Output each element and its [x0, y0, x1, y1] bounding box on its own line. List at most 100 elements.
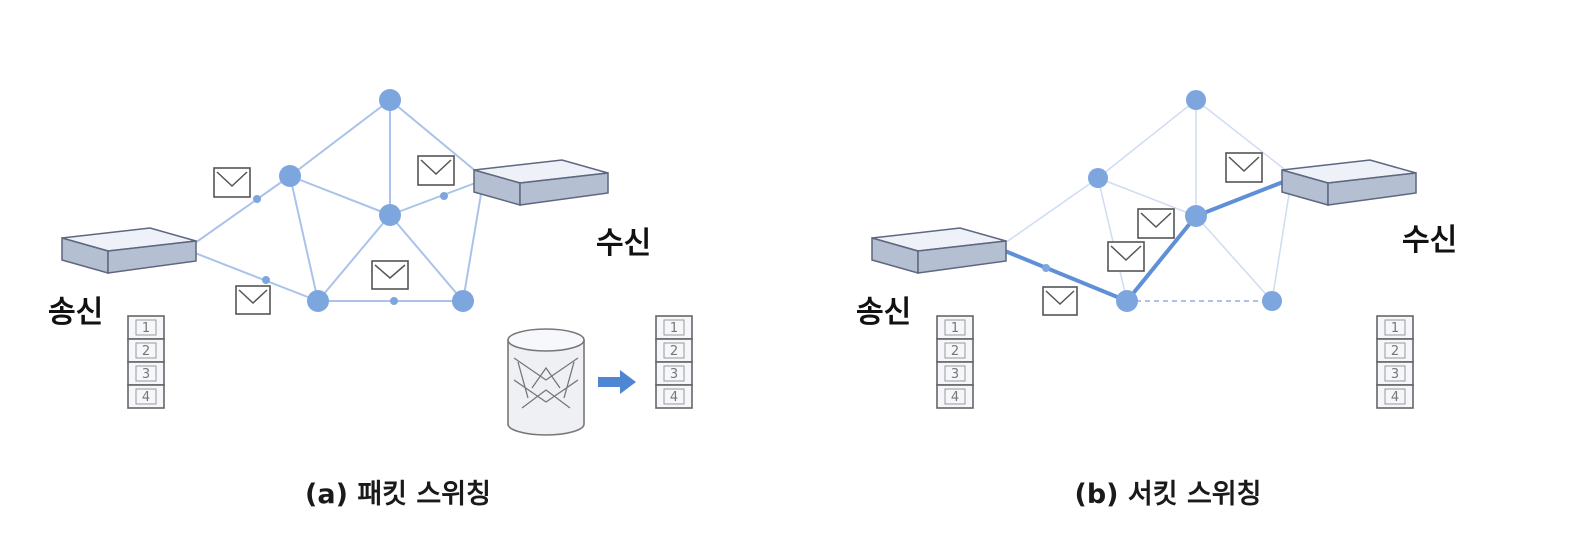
router-node	[1262, 291, 1282, 311]
packet-number: 3	[951, 367, 959, 382]
network-link	[389, 214, 464, 302]
sender-packet-stack: 1 2 3 4	[127, 315, 165, 409]
receiver-packet-stack: 1 2 3 4	[655, 315, 693, 409]
router-node	[279, 165, 301, 187]
arrow-right-icon	[598, 370, 636, 394]
network-link	[389, 181, 479, 216]
network-link	[389, 99, 479, 174]
packet-box-inner	[663, 365, 685, 382]
packet-box-inner	[663, 342, 685, 359]
packet-number: 4	[1391, 390, 1399, 405]
link-dot	[253, 195, 261, 203]
caption-packet-switching: (a) 패킷 스위칭	[305, 479, 491, 510]
network-links	[194, 99, 483, 302]
envelope-icon	[417, 155, 455, 186]
sender-label: 송신	[48, 295, 103, 330]
envelope-icon	[1107, 241, 1145, 272]
router-node	[1088, 168, 1108, 188]
packet-number: 3	[142, 367, 150, 382]
sender-host	[61, 227, 197, 274]
router-node	[1185, 205, 1207, 227]
envelope-icon	[1137, 208, 1175, 239]
packet-number: 3	[1391, 367, 1399, 382]
packet-box-inner	[944, 319, 966, 336]
panel-circuit-switching: 송신 수신 1 2 3 4 1 2 3 4 (b) 서킷 스위칭	[856, 90, 1457, 510]
network-link	[1097, 177, 1128, 302]
packet-box-inner	[944, 365, 966, 382]
packet-box-inner	[1384, 342, 1406, 359]
network-links	[1004, 99, 1291, 302]
packet-number: 1	[1391, 321, 1399, 336]
packet-box-inner	[1384, 365, 1406, 382]
circuit-path	[1004, 178, 1289, 304]
packet-number: 2	[1391, 344, 1399, 359]
packet-box-inner	[135, 388, 157, 405]
network-link	[194, 252, 319, 302]
receiver-label: 수신	[596, 226, 651, 261]
packet-number: 4	[670, 390, 678, 405]
packet-number: 1	[951, 321, 959, 336]
packet-number: 3	[670, 367, 678, 382]
link-dot	[390, 297, 398, 305]
packet-number: 2	[142, 344, 150, 359]
packet-box	[936, 384, 974, 409]
envelope-icon	[371, 260, 409, 290]
packet-number: 1	[142, 321, 150, 336]
envelope-icon	[213, 167, 251, 198]
packet-box	[127, 384, 165, 409]
network-link	[289, 175, 319, 302]
packet-box-inner	[135, 319, 157, 336]
network-link	[317, 214, 391, 302]
link-dot	[440, 192, 448, 200]
router-node	[452, 290, 474, 312]
envelope-icon	[1042, 286, 1078, 316]
sender-packet-stack: 1 2 3 4	[936, 315, 974, 409]
network-link	[1097, 177, 1197, 217]
envelope-icon	[1225, 152, 1263, 183]
receiver-host	[1281, 159, 1417, 206]
network-link	[1195, 215, 1273, 302]
network-link	[289, 99, 391, 177]
packet-box-inner	[1384, 388, 1406, 405]
packet-box-inner	[663, 388, 685, 405]
receiver-host	[473, 159, 609, 206]
link-dots	[253, 192, 448, 305]
network-link	[1097, 99, 1197, 179]
sender-label: 송신	[856, 295, 911, 330]
caption-circuit-switching: (b) 서킷 스위칭	[1074, 479, 1261, 510]
receiver-packet-stack: 1 2 3 4	[1376, 315, 1414, 409]
router-nodes	[1088, 90, 1282, 312]
packet-box	[655, 384, 693, 409]
sender-host	[871, 227, 1007, 274]
packet-number: 1	[670, 321, 678, 336]
link-dot	[1042, 264, 1050, 272]
packet-box-inner	[1384, 319, 1406, 336]
router-node	[379, 204, 401, 226]
network-link	[462, 187, 483, 302]
packet-number: 4	[142, 390, 150, 405]
router-nodes	[279, 89, 474, 312]
packet-box	[1376, 384, 1414, 409]
router-node	[1116, 290, 1138, 312]
database-icon	[507, 328, 585, 436]
receiver-label: 수신	[1402, 223, 1457, 258]
packet-number: 2	[951, 344, 959, 359]
packet-box-inner	[135, 342, 157, 359]
packet-box-inner	[944, 342, 966, 359]
packet-box-inner	[663, 319, 685, 336]
network-link	[1195, 99, 1289, 173]
router-node	[1186, 90, 1206, 110]
network-link	[194, 175, 291, 244]
packet-box-inner	[135, 365, 157, 382]
router-node	[379, 89, 401, 111]
packet-box-inner	[944, 388, 966, 405]
packet-number: 4	[951, 390, 959, 405]
network-link	[289, 175, 391, 216]
panel-packet-switching: 송신 수신 1 2 3 4 1 2 3 4 (a) 패킷 스위칭	[48, 89, 693, 510]
envelope-icon	[235, 285, 271, 315]
packet-number: 2	[670, 344, 678, 359]
router-node	[307, 290, 329, 312]
network-link	[1271, 187, 1291, 302]
link-dot	[262, 276, 270, 284]
